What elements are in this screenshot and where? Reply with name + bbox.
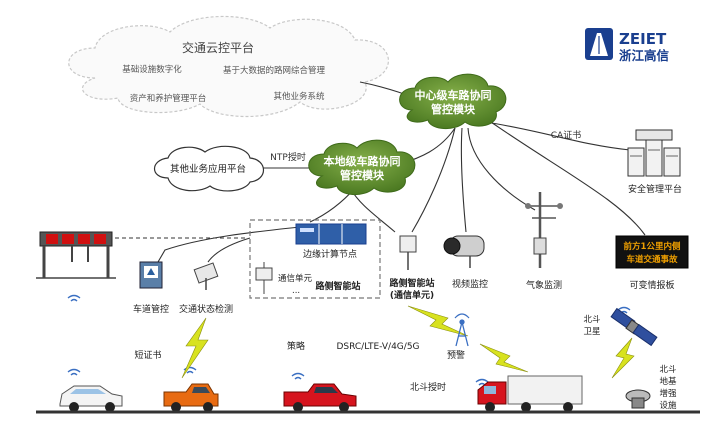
beidou-sat-line1: 北斗: [583, 315, 601, 325]
line-central-weather: [467, 127, 536, 211]
brand-name-en: ZEIET: [619, 30, 667, 48]
central-module-line2: 管控模块: [431, 102, 476, 116]
security-platform-label: 安全管理平台: [628, 183, 682, 195]
orange-pickup-icon: [163, 383, 219, 412]
brand-name-cn: 浙江高信: [619, 48, 670, 63]
local-module-line2: 管控模块: [340, 168, 385, 182]
beidou-ground-line2: 地基: [659, 376, 677, 387]
warning-label: 预警: [447, 349, 465, 361]
dsrc-label: DSRC/LTE-V/4G/5G: [336, 342, 419, 352]
red-pickup-icon: [283, 383, 357, 412]
line-central-vms: [487, 119, 646, 236]
cloud-platform-title: 交通云控平台: [182, 40, 254, 55]
beidou-ground-line4: 设施: [659, 400, 677, 411]
gantry: [36, 231, 116, 279]
roadside-station-comm-line1: 路侧智能站: [389, 277, 434, 289]
roadside-station-comm: 路侧智能站 (通信单元): [389, 235, 435, 301]
cloud-item: 基于大数据的路网综合管理: [223, 65, 326, 76]
other-platform: 其他业务应用平台: [153, 145, 265, 192]
line-central-video: [460, 127, 467, 233]
central-module-line1: 中心级车路协同: [415, 88, 492, 102]
comm-unit-label: 通信单元: [278, 273, 313, 284]
camera-icon: 视频监控: [443, 235, 488, 290]
cloud-item: 资产和养护管理平台: [130, 93, 207, 104]
weather-station: 气象监测: [525, 192, 563, 291]
line-edge-lane: [157, 225, 311, 263]
video-label: 视频监控: [452, 278, 488, 290]
vms-line2: 车道交通事故: [626, 254, 678, 265]
white-car-icon: [59, 385, 123, 412]
security-platform: 安全管理平台: [627, 129, 682, 195]
weather-label: 气象监测: [526, 279, 562, 291]
roadside-station-group: 边缘计算节点 通信单元 ... 路侧智能站: [249, 219, 381, 299]
traffic-detection-label: 交通状态检测: [179, 303, 233, 315]
wifi-icon: [67, 294, 631, 386]
ca-label: CA证书: [551, 130, 581, 141]
cloud-item: 其他业务系统: [273, 91, 325, 102]
comm-unit-icon: [255, 262, 273, 294]
server-icon: [627, 129, 681, 177]
strategy-label: 策略: [287, 340, 305, 352]
lane-control-label: 车道管控: [133, 303, 169, 315]
roadside-station-label: 路侧智能站: [315, 280, 360, 292]
ground-station-icon: [625, 389, 651, 409]
short-cert-label: 短证书: [134, 349, 161, 361]
lane-control-device: 车道管控: [133, 261, 169, 315]
connection-lines: [108, 81, 646, 263]
beidou-ground-line1: 北斗: [659, 365, 677, 375]
lightning-icon: [181, 305, 635, 379]
local-module: 本地级车路协同 管控模块: [308, 139, 416, 195]
truck-icon: [477, 375, 583, 412]
cloud-platform: 交通云控平台 基础设施数字化 基于大数据的路网综合管理 资产和养护管理平台 其他…: [68, 15, 389, 117]
beidou-ground-line3: 增强: [659, 388, 677, 399]
local-module-line1: 本地级车路协同: [324, 154, 401, 168]
vms-line1: 前方1公里内侧: [624, 241, 681, 252]
roadside-station-comm-line2: (通信单元): [390, 289, 434, 301]
antenna-icon: [454, 313, 470, 347]
beidou-timing-label: 北斗授时: [410, 381, 446, 393]
brand-logo: ZEIET 浙江高信: [585, 28, 670, 63]
vms-board: 前方1公里内侧 车道交通事故 可变情报板: [615, 235, 689, 291]
cloud-item: 基础设施数字化: [122, 64, 182, 75]
edge-node-label: 边缘计算节点: [303, 248, 357, 260]
vms-label: 可变情报板: [629, 279, 674, 291]
ellipsis-label: ...: [292, 286, 300, 296]
line-central-security: [484, 121, 631, 151]
central-module: 中心级车路协同 管控模块: [399, 73, 507, 129]
traffic-detector: 交通状态检测: [179, 262, 233, 315]
ntp-label: NTP授时: [270, 151, 306, 163]
line-central-station: [411, 127, 456, 233]
other-platform-label: 其他业务应用平台: [170, 163, 246, 175]
beidou-sat-line2: 卫星: [583, 327, 600, 337]
line-edge-detect: [207, 237, 251, 263]
satellite-icon: [610, 307, 658, 347]
